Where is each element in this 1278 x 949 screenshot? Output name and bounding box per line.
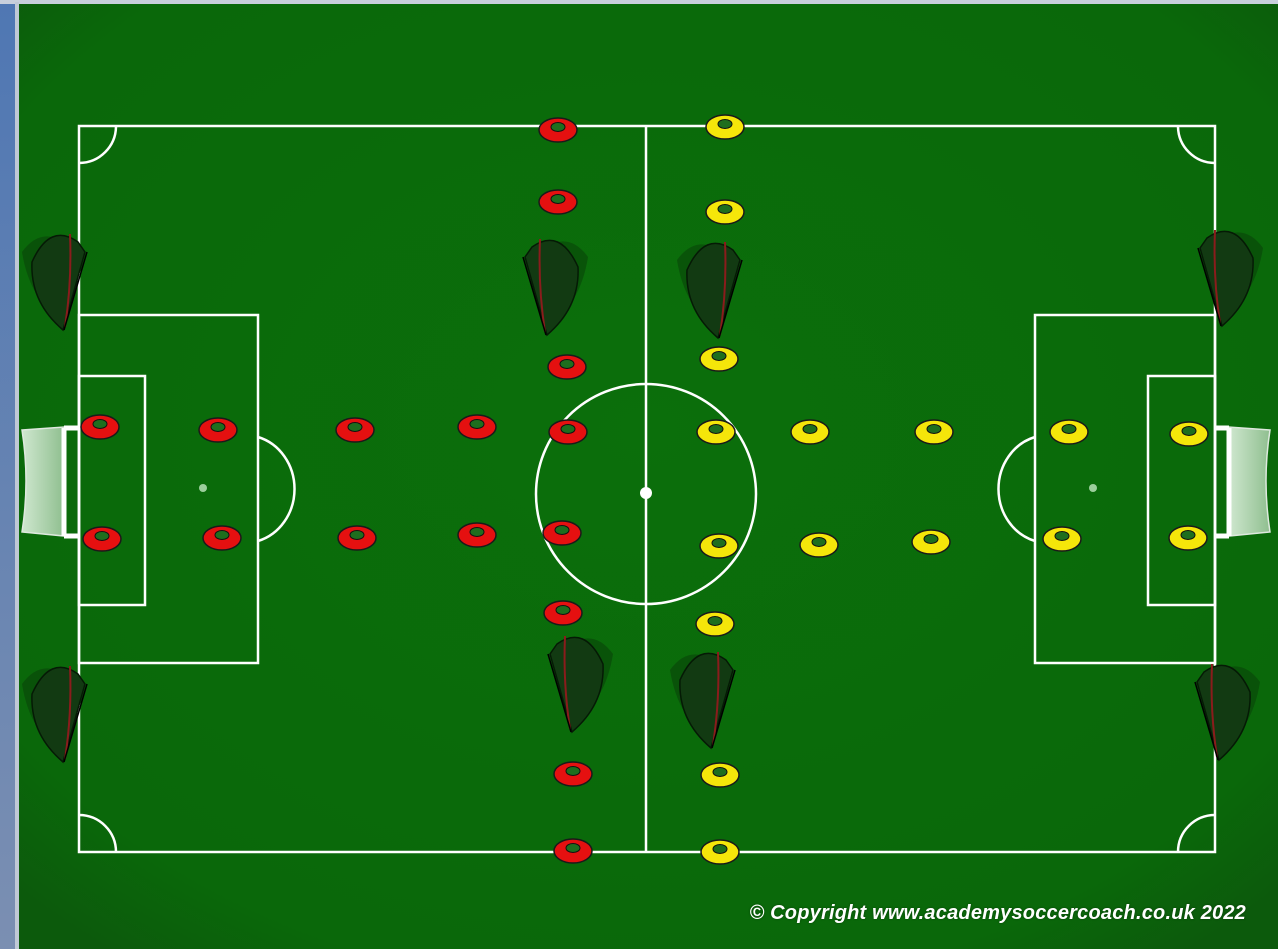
red-cone bbox=[539, 190, 577, 214]
red-cone bbox=[458, 523, 496, 547]
red-cone bbox=[554, 762, 592, 786]
pitch-surface bbox=[19, 4, 1278, 949]
red-cone bbox=[549, 420, 587, 444]
yellow-cone bbox=[700, 534, 738, 558]
penalty-spot-left bbox=[199, 484, 207, 492]
yellow-cone bbox=[1043, 527, 1081, 551]
red-cone bbox=[554, 839, 592, 863]
red-cone bbox=[336, 418, 374, 442]
frame-inner-edge bbox=[15, 2, 19, 949]
red-cone bbox=[548, 355, 586, 379]
red-cone bbox=[543, 521, 581, 545]
red-cone bbox=[83, 527, 121, 551]
yellow-cone bbox=[1169, 526, 1207, 550]
red-cone bbox=[458, 415, 496, 439]
yellow-cone bbox=[700, 347, 738, 371]
yellow-cone bbox=[800, 533, 838, 557]
copyright-text: © Copyright www.academysoccercoach.co.uk… bbox=[749, 902, 1246, 925]
yellow-cone bbox=[701, 763, 739, 787]
red-cone bbox=[203, 526, 241, 550]
red-cone bbox=[544, 601, 582, 625]
yellow-cone bbox=[696, 612, 734, 636]
red-cone bbox=[539, 118, 577, 142]
penalty-spot-right bbox=[1089, 484, 1097, 492]
yellow-cone bbox=[791, 420, 829, 444]
yellow-cone bbox=[912, 530, 950, 554]
red-cone bbox=[338, 526, 376, 550]
red-cone bbox=[199, 418, 237, 442]
yellow-cone bbox=[1170, 422, 1208, 446]
frame-top-strip bbox=[0, 0, 1278, 4]
yellow-cone bbox=[915, 420, 953, 444]
yellow-cone bbox=[697, 420, 735, 444]
yellow-cone bbox=[701, 840, 739, 864]
yellow-cone bbox=[706, 115, 744, 139]
yellow-cone bbox=[706, 200, 744, 224]
yellow-cone bbox=[1050, 420, 1088, 444]
red-cone bbox=[81, 415, 119, 439]
center-spot bbox=[640, 487, 652, 499]
